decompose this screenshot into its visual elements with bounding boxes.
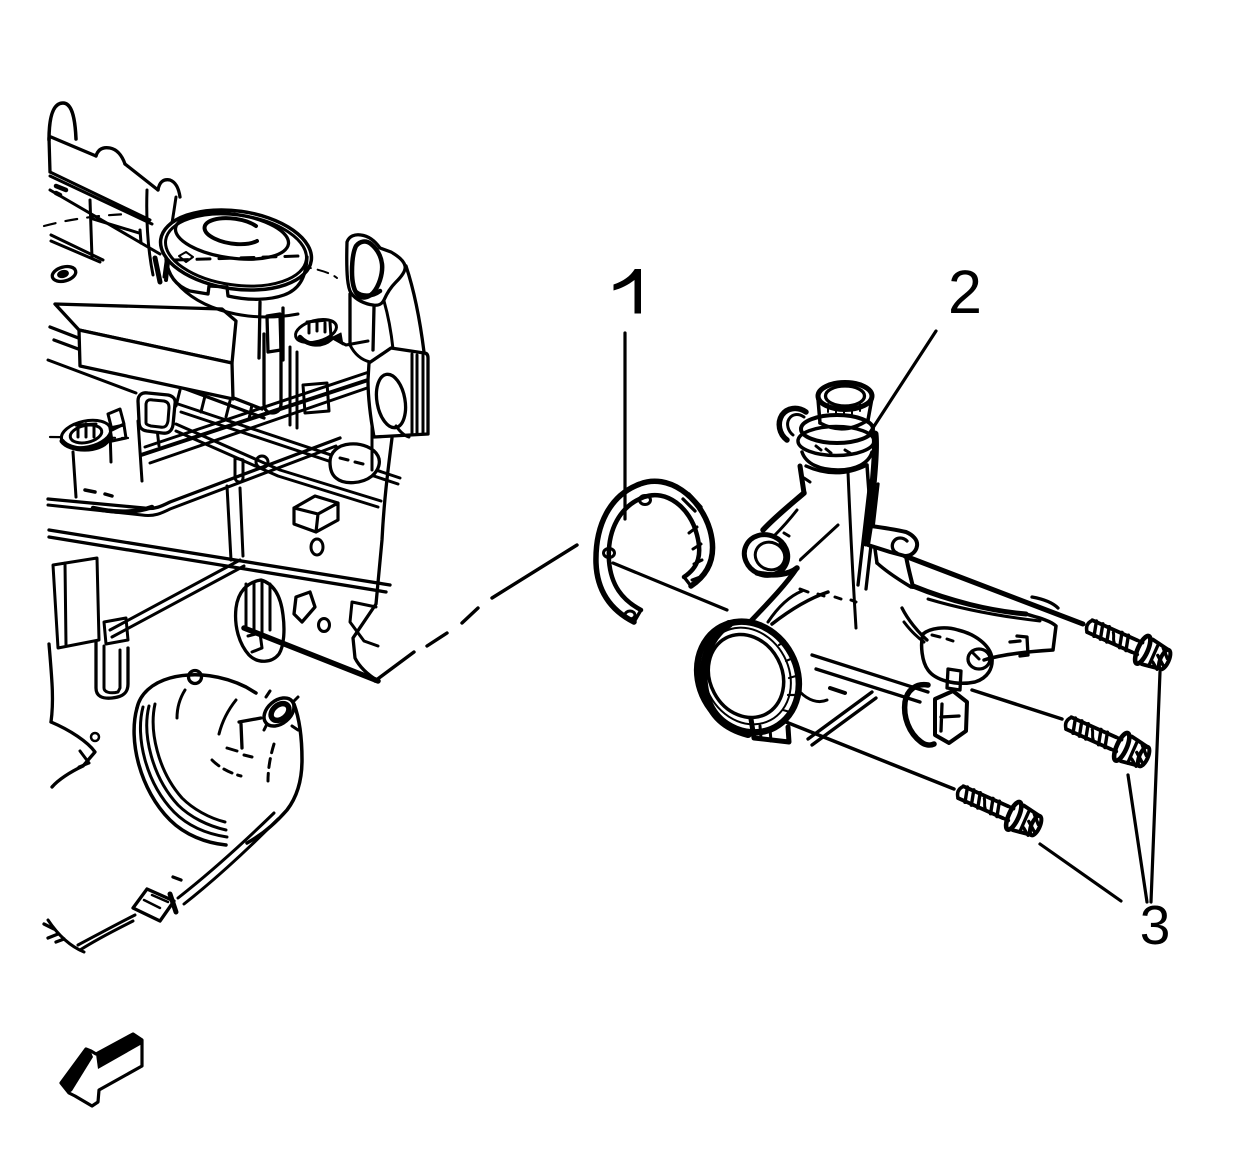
svg-text:2: 2	[948, 258, 982, 326]
svg-text:3: 3	[1140, 894, 1171, 956]
